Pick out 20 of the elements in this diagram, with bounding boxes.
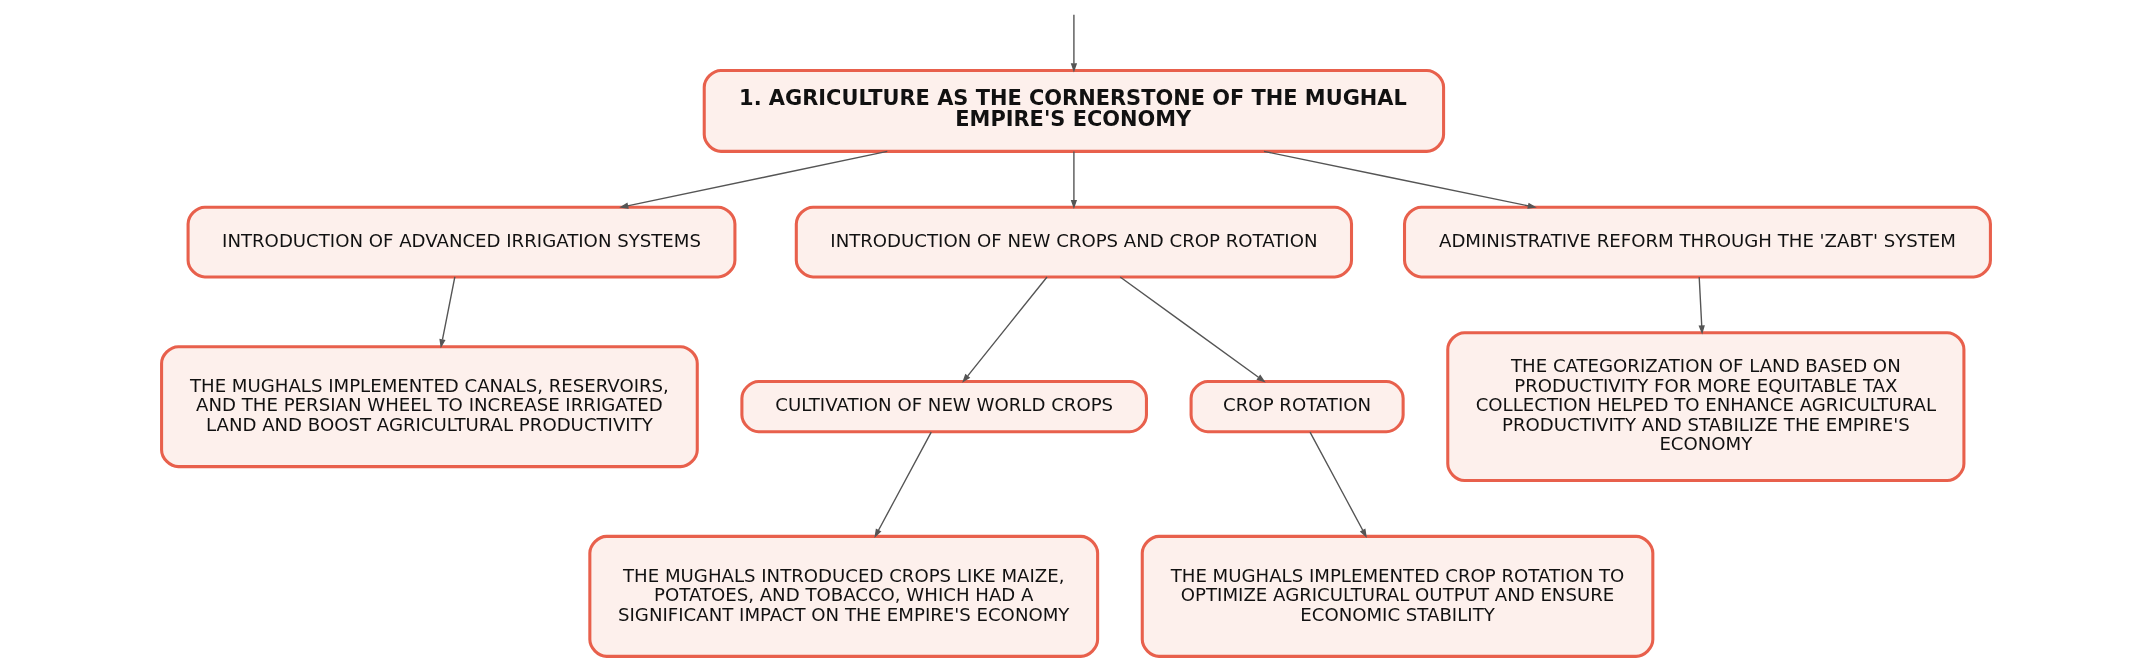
node-box: CROP ROTATION xyxy=(1189,380,1405,434)
node-box: ADMINISTRATIVE REFORM THROUGH THE 'ZABT' SYSTEM xyxy=(1402,205,1992,279)
arrow xyxy=(1070,150,1077,209)
arrow xyxy=(1262,150,1537,209)
arrow xyxy=(1698,276,1705,335)
node-box: INTRODUCTION OF ADVANCED IRRIGATION SYSTEMS xyxy=(186,205,736,279)
arrow xyxy=(961,276,1048,383)
node-box: THE CATEGORIZATION OF LAND BASED ON PRODUCTIVITY FOR MORE EQUITABLE TAX COLLECTION HELPED TO ENHANCE AGRICULTURAL PRODUCTIVITY AND STABILIZE THE EMPIRE'S ECONOMY xyxy=(1445,331,1965,483)
arrow xyxy=(1308,431,1367,538)
arrow xyxy=(438,276,456,349)
arrow xyxy=(873,431,932,538)
arrow xyxy=(1070,14,1077,73)
node-box: THE MUGHALS INTRODUCED CROPS LIKE MAIZE, POTATOES, AND TOBACCO, WHICH HAD A SIGNIFICANT IMPACT ON THE EMPIRE'S ECONOMY xyxy=(587,534,1099,658)
node-box: 1. AGRICULTURE AS THE CORNERSTONE OF THE MUGHAL EMPIRE'S ECONOMY xyxy=(702,68,1445,153)
arrow xyxy=(618,150,888,209)
node-box: THE MUGHALS IMPLEMENTED CROP ROTATION TO OPTIMIZE AGRICULTURAL OUTPUT AND ENSURE ECONOMIC STABILITY xyxy=(1140,534,1654,658)
node-box: INTRODUCTION OF NEW CROPS AND CROP ROTATION xyxy=(794,205,1353,279)
arrow xyxy=(1118,276,1266,383)
node-box: THE MUGHALS IMPLEMENTED CANALS, RESERVOIRS, AND THE PERSIAN WHEEL TO INCREASE IRRIGATED LAND AND BOOST AGRICULTURAL PRODUCTIVITY xyxy=(159,345,699,469)
node-box: CULTIVATION OF NEW WORLD CROPS xyxy=(739,380,1148,434)
